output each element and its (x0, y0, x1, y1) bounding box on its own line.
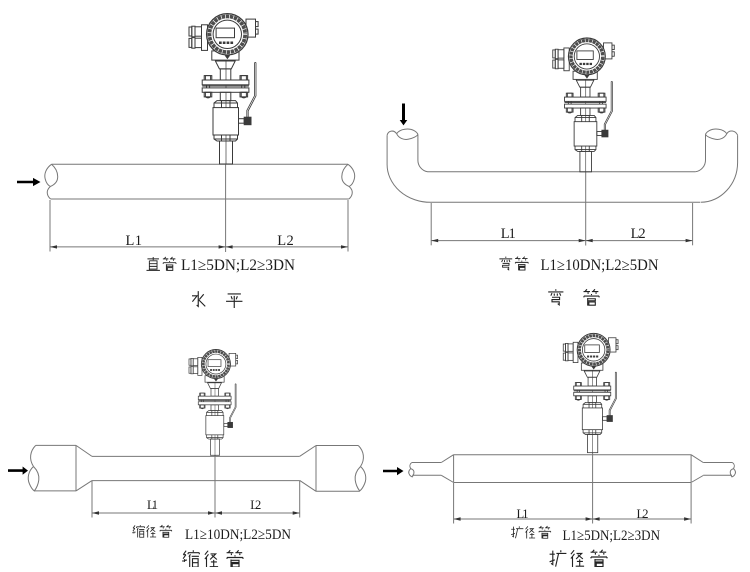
svg-text:L2: L2 (631, 226, 646, 242)
svg-text:L2: L2 (637, 507, 649, 521)
svg-text:L1≥5DN;L2≥3DN: L1≥5DN;L2≥3DN (181, 257, 295, 274)
svg-text:L1: L1 (126, 233, 143, 249)
svg-text:L1: L1 (517, 507, 529, 521)
svg-text:L1≥10DN;L2≥5DN: L1≥10DN;L2≥5DN (541, 257, 659, 274)
svg-text:L2: L2 (277, 233, 294, 249)
svg-text:L1≥10DN;L2≥5DN: L1≥10DN;L2≥5DN (185, 527, 291, 543)
svg-text:L1: L1 (501, 226, 516, 242)
svg-text:L2: L2 (250, 498, 261, 512)
svg-text:L1≥5DN;L2≥3DN: L1≥5DN;L2≥3DN (563, 528, 661, 544)
svg-text:L1: L1 (147, 498, 158, 512)
